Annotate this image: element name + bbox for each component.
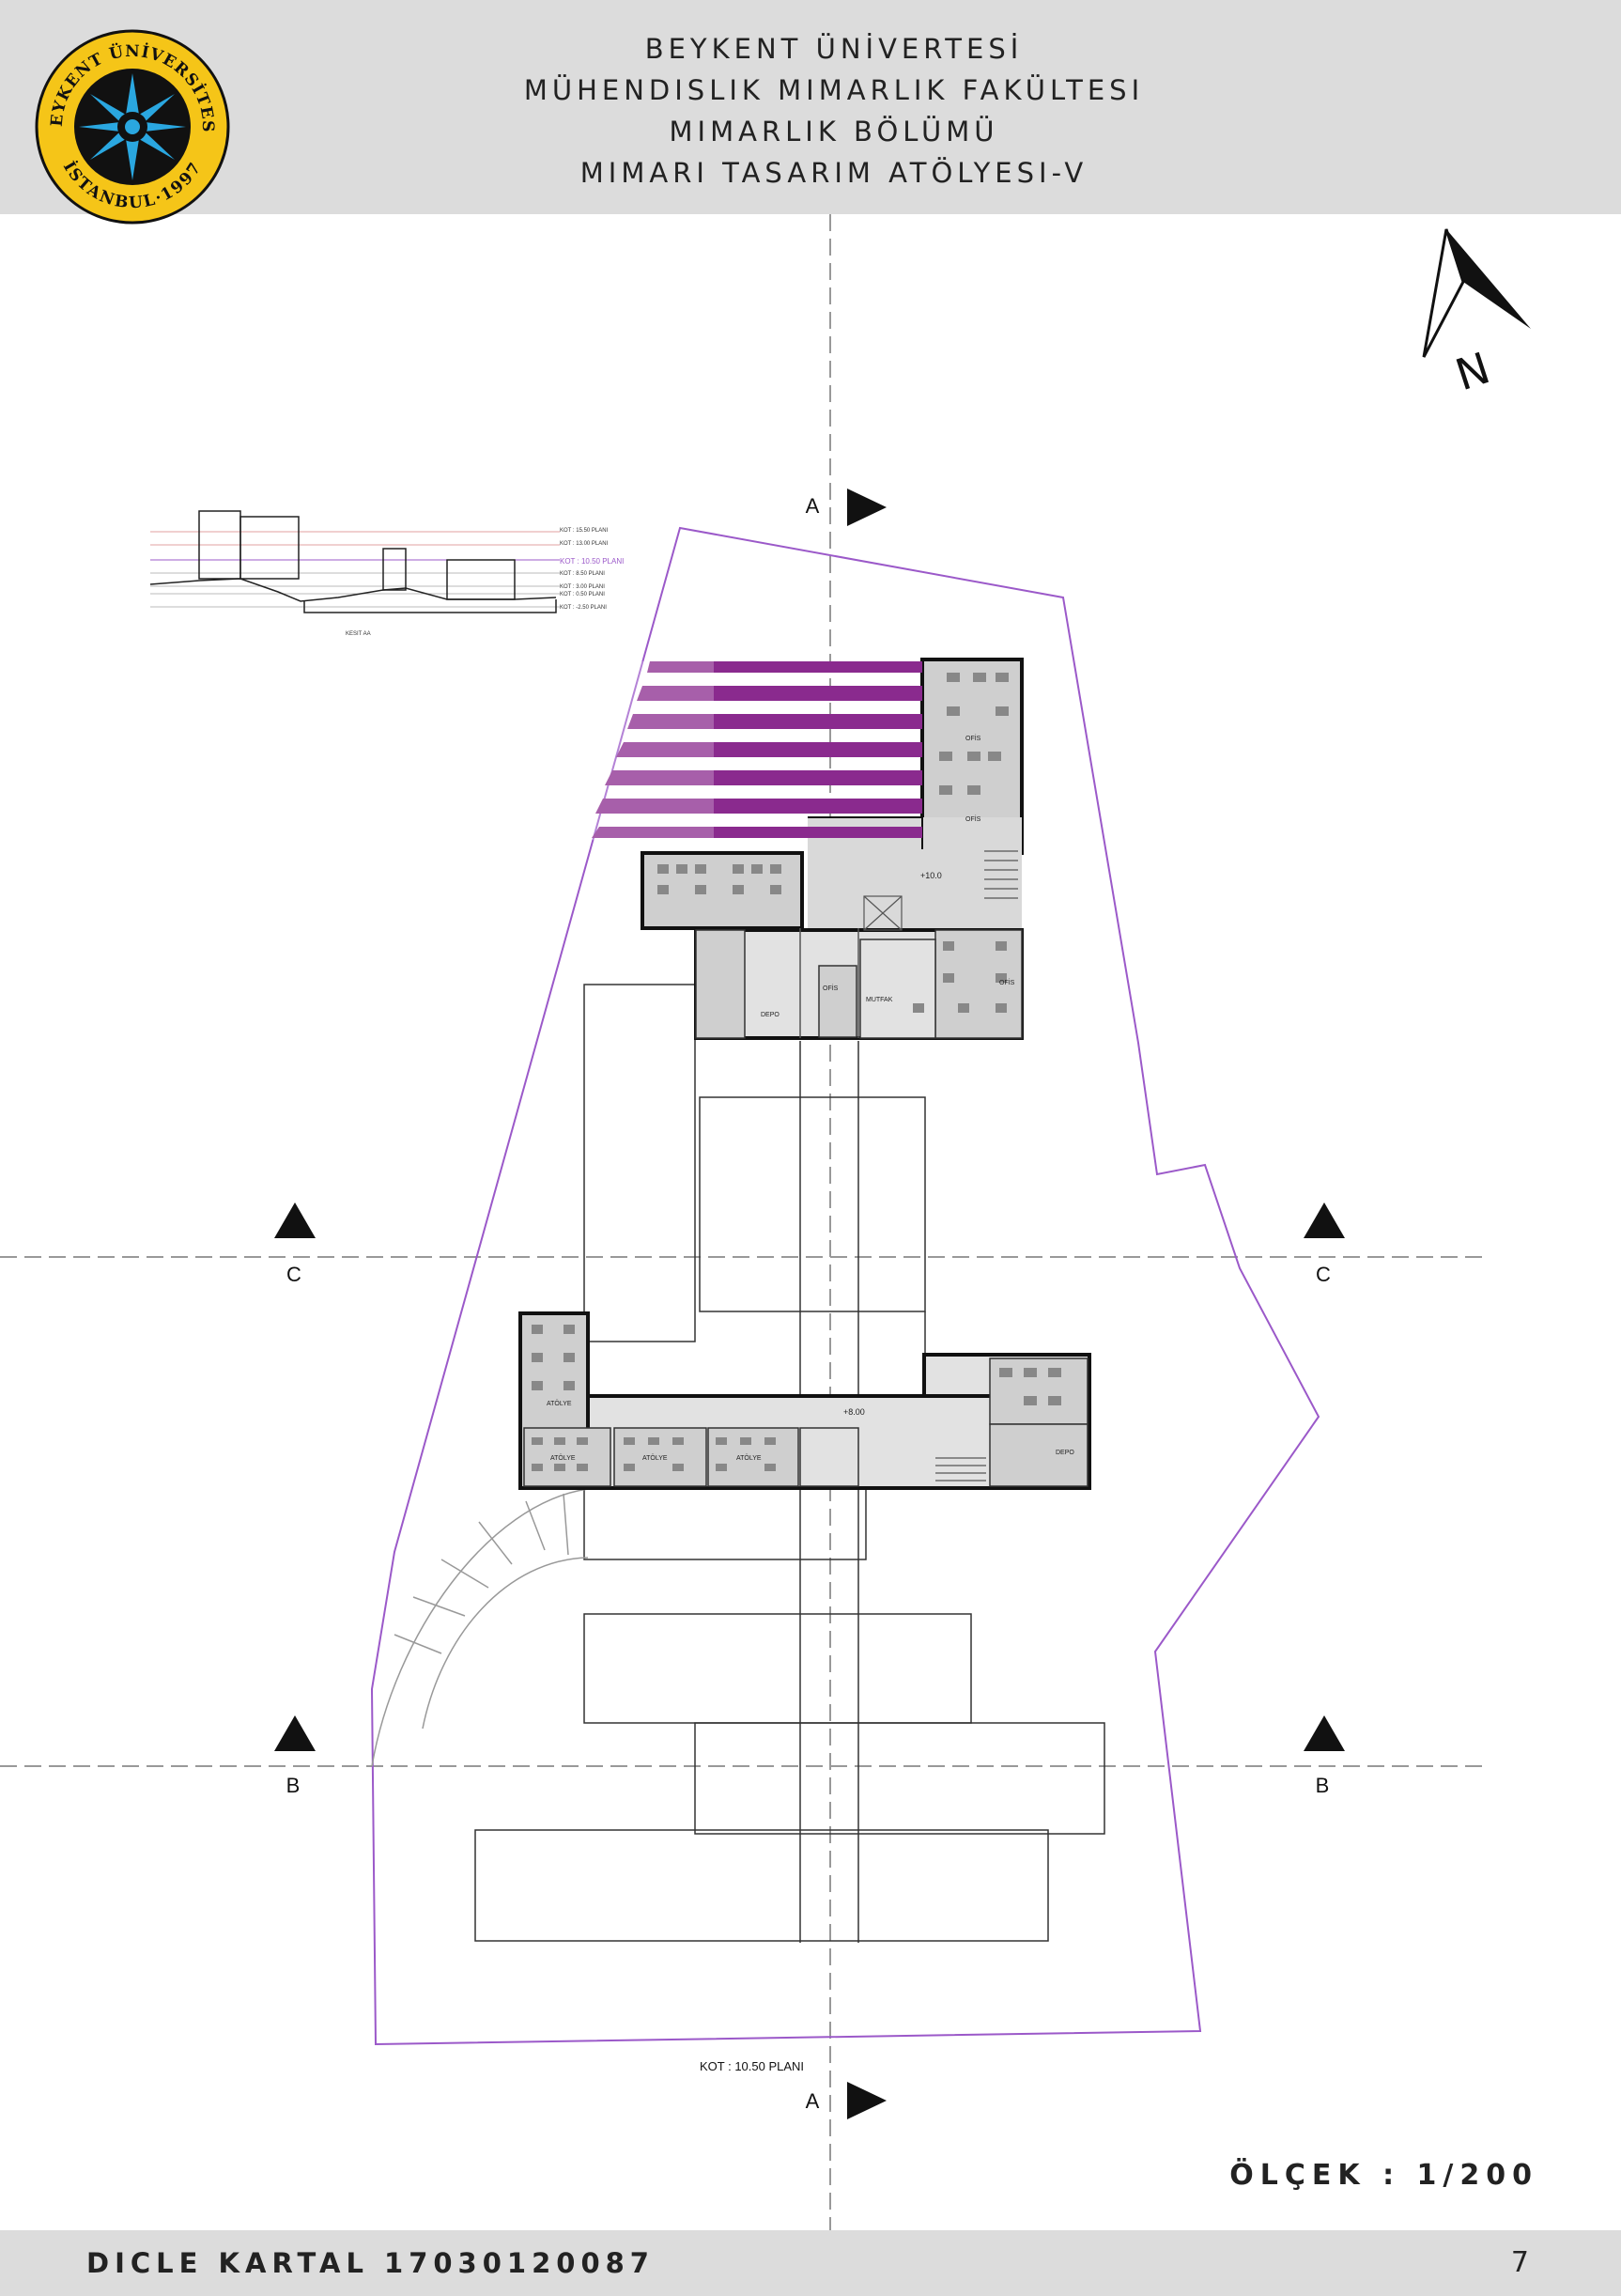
section-level-1: KOT : 15.50 PLANI bbox=[560, 528, 609, 534]
author-label: DICLE KARTAL 17030120087 bbox=[86, 2247, 655, 2279]
header-titles: BEYKENT ÜNİVERTESİ MÜHENDISLIK MIMARLIK … bbox=[0, 28, 1621, 194]
section-arrow-b-right-icon bbox=[1304, 1715, 1345, 1751]
section-arrow-a-top-icon bbox=[847, 489, 887, 526]
site-boundary bbox=[370, 526, 1320, 2046]
room-label-depot-1: DEPO bbox=[761, 1012, 780, 1018]
room-label-workshop-4: ATÖLYE bbox=[736, 1454, 762, 1462]
room-label-workshop-1: ATÖLYE bbox=[547, 1400, 572, 1407]
section-label-c-right: C bbox=[1316, 1263, 1331, 1286]
section-arrow-b-left-icon bbox=[274, 1715, 316, 1751]
section-inset: KOT : 15.50 PLANI KOT : 13.00 PLANI KOT … bbox=[149, 510, 624, 637]
section-arrow-c-left-icon bbox=[274, 1202, 316, 1238]
room-label-workshop-3: ATÖLYE bbox=[642, 1454, 668, 1462]
room-label-office-1: OFİS bbox=[965, 734, 981, 742]
pergola bbox=[592, 661, 922, 840]
header-band bbox=[0, 0, 1621, 214]
north-label: N bbox=[1449, 342, 1495, 400]
section-label-a-top: A bbox=[805, 494, 820, 518]
section-label-a-bottom: A bbox=[805, 2089, 820, 2113]
footer-band: DICLE KARTAL 17030120087 7 bbox=[0, 2230, 1621, 2296]
section-label-b-right: B bbox=[1315, 1774, 1330, 1797]
lower-floor-outlines bbox=[474, 984, 1105, 1943]
faculty-title: MÜHENDISLIK MIMARLIK FAKÜLTESI bbox=[523, 74, 1145, 106]
curved-ramp bbox=[371, 1488, 589, 1767]
level-marker-lower: +8.00 bbox=[843, 1407, 865, 1417]
north-building: OFİS OFİS OFİS OFİS DEPO MUTFAK +10.0 bbox=[641, 658, 1024, 1040]
room-label-depot-2: DEPO bbox=[1056, 1450, 1074, 1456]
office-furniture bbox=[657, 673, 1009, 1013]
scale-label: ÖLÇEK : 1/200 bbox=[1229, 2159, 1538, 2192]
room-label-workshop-2: ATÖLYE bbox=[550, 1454, 576, 1462]
section-markers bbox=[274, 489, 1345, 2119]
south-building: ATÖLYE ATÖLYE ATÖLYE ATÖLYE DEPO +8.00 bbox=[518, 1311, 1091, 1490]
page-number: 7 bbox=[1510, 2246, 1529, 2279]
section-level-3: KOT : 10.50 PLANI bbox=[560, 557, 624, 566]
section-level-5: KOT : 3.00 PLANI bbox=[560, 584, 605, 590]
room-label-kitchen: MUTFAK bbox=[866, 997, 893, 1003]
department-title: MIMARLIK BÖLÜMÜ bbox=[669, 116, 999, 147]
north-arrow-icon: N bbox=[1422, 228, 1531, 400]
section-level-6: KOT : 0.50 PLANI bbox=[560, 592, 605, 597]
plan-level-label: KOT : 10.50 PLANI bbox=[700, 2059, 805, 2073]
section-label-b-left: B bbox=[286, 1774, 301, 1797]
section-label-c-left: C bbox=[286, 1263, 301, 1286]
level-marker-upper: +10.0 bbox=[920, 871, 942, 880]
room-label-office-4: OFİS bbox=[823, 984, 839, 992]
workshop-furniture bbox=[532, 1325, 1061, 1471]
section-arrow-a-bottom-icon bbox=[847, 2082, 887, 2119]
room-label-office-2: OFİS bbox=[965, 814, 981, 823]
university-title: BEYKENT ÜNİVERTESİ bbox=[644, 33, 1024, 65]
section-level-2: KOT : 13.00 PLANI bbox=[560, 541, 609, 547]
section-level-7: KOT : -2.50 PLANI bbox=[560, 605, 607, 611]
section-arrow-c-right-icon bbox=[1304, 1202, 1345, 1238]
section-level-4: KOT : 8.50 PLANI bbox=[560, 571, 605, 577]
section-caption: KESIT AA bbox=[346, 631, 371, 637]
sun-rays-icon bbox=[79, 73, 186, 180]
course-title: MIMARI TASARIM ATÖLYESI-V bbox=[579, 157, 1088, 189]
room-label-office-3: OFİS bbox=[999, 978, 1015, 986]
